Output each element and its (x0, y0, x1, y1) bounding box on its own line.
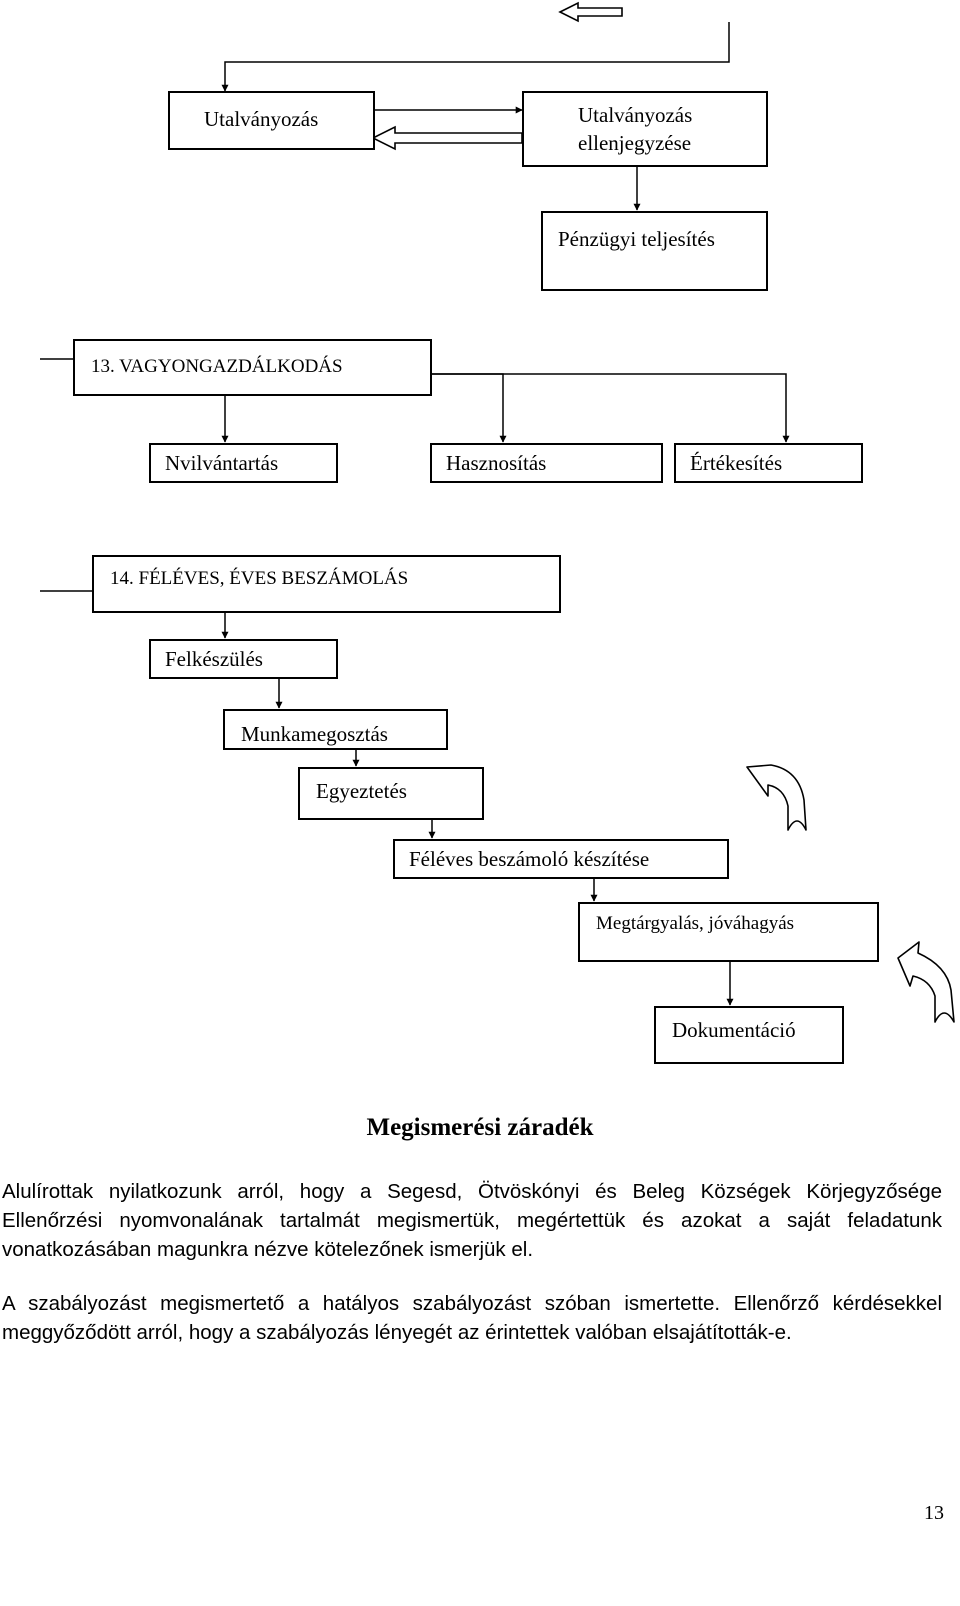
hasznositas-label: Hasznosítás (446, 451, 547, 475)
nyilvantartas-label: Nvilvántartás (165, 451, 279, 475)
page-number: 13 (924, 1502, 944, 1524)
egyeztetes-label: Egyeztetés (316, 779, 407, 803)
connector-to-hasznositas (432, 373, 507, 443)
hollow-left-arrow-icon (371, 125, 523, 151)
section14-title-box: 14. FÉLÉVES, ÉVES BESZÁMOLÁS (92, 555, 561, 613)
curved-feedback-arrow-icon (897, 941, 955, 1023)
hasznositas-box: Hasznosítás (430, 443, 663, 483)
paragraph-2: A szabályozást megismertető a hatályos s… (2, 1292, 942, 1344)
section14-title: 14. FÉLÉVES, ÉVES BESZÁMOLÁS (110, 568, 409, 589)
flow-diagram-connectors (40, 1, 955, 1023)
munkamegosztas-box: Munkamegosztás (223, 709, 448, 750)
connector-to-utalvanyozas (221, 22, 730, 92)
felkeszules-label: Felkészülés (165, 647, 263, 671)
penzugyi-label: Pénzügyi teljesítés (558, 227, 715, 251)
section13-title: 13. VAGYONGAZDÁLKODÁS (91, 356, 343, 377)
felkeszules-box: Felkészülés (149, 639, 338, 679)
munkamegosztas-label: Munkamegosztás (241, 722, 388, 746)
ellenjegyzes-box: Utalványozás ellenjegyzése (522, 91, 768, 167)
megtargyalas-box: Megtárgyalás, jóváhagyás (578, 902, 879, 962)
ellenjegyzes-label-line1: Utalványozás (578, 103, 693, 127)
hollow-left-arrow-icon (558, 1, 623, 23)
utalvanyozas-box: Utalványozás (168, 91, 375, 150)
ertekesites-box: Értékesítés (674, 443, 863, 483)
penzugyi-teljesites-box: Pénzügyi teljesítés (541, 211, 768, 291)
feleves-beszamolo-label: Féléves beszámoló készítése (409, 847, 650, 871)
nyilvantartas-box: Nvilvántartás (149, 443, 338, 483)
curved-feedback-arrow-icon (746, 764, 807, 831)
ellenjegyzes-label-line2: ellenjegyzése (578, 131, 692, 155)
megismeresi-zaradek-heading: Megismerési záradék (366, 1114, 594, 1141)
ertekesites-label: Értékesítés (690, 451, 783, 475)
dokumentacio-box: Dokumentáció (654, 1006, 844, 1064)
egyeztetes-box: Egyeztetés (298, 767, 484, 820)
connector-to-ertekesites (432, 373, 790, 443)
section13-title-box: 13. VAGYONGAZDÁLKODÁS (73, 339, 432, 396)
megtargyalas-label: Megtárgyalás, jóváhagyás (596, 913, 795, 934)
utalvanyozas-label: Utalványozás (204, 107, 319, 131)
dokumentacio-label: Dokumentáció (672, 1018, 796, 1042)
paragraph-1: Alulírottak nyilatkozunk arról, hogy a S… (2, 1180, 942, 1261)
feleves-beszamolo-box: Féléves beszámoló készítése (393, 839, 729, 879)
